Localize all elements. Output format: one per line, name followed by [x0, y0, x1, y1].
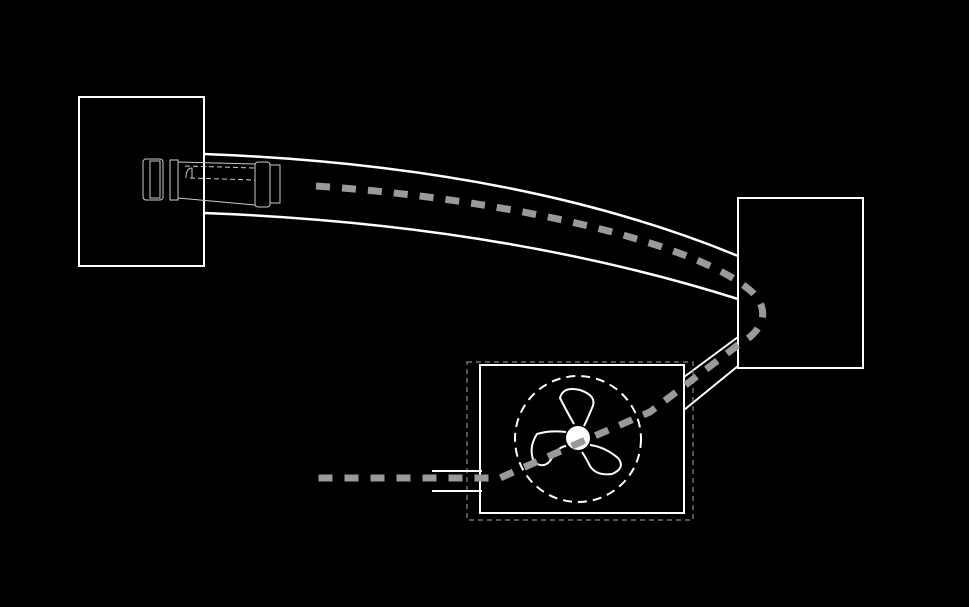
tube-lower-edge	[203, 211, 739, 301]
right-chamber	[737, 197, 864, 369]
fan-housing	[479, 364, 685, 514]
curved-tube	[203, 152, 739, 301]
fan-housing-outline	[466, 361, 694, 521]
left-chamber	[78, 96, 205, 267]
fan-sweep-circle	[514, 375, 642, 503]
fan-blade	[581, 444, 622, 476]
fan-blade	[558, 388, 595, 427]
connector-fitting	[142, 158, 281, 208]
tube-upper-edge	[203, 152, 739, 258]
airflow-path	[312, 182, 767, 482]
inlet-pipe	[432, 470, 482, 492]
